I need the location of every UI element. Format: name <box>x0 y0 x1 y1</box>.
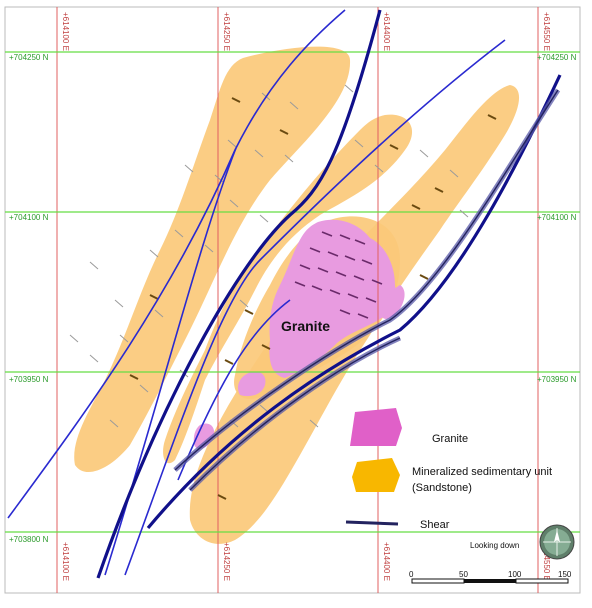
fault-line <box>124 39 506 576</box>
scale-bar: 0 50 100 150 <box>409 570 572 584</box>
granite-veins <box>294 231 383 319</box>
easting-label-bottom: +614400 E <box>382 542 391 581</box>
legend: Granite Mineralized sedimentary unit (Sa… <box>345 408 552 531</box>
fault-line-major <box>96 9 382 579</box>
fault-line <box>7 9 346 519</box>
northing-label-right: +704250 N <box>537 53 577 62</box>
legend-sandstone-label-1: Mineralized sedimentary unit <box>412 466 552 478</box>
sandstone-unit-west <box>74 46 351 473</box>
fault-line <box>177 299 291 481</box>
northing-label-left: +703800 N <box>9 535 49 544</box>
granite-body-main <box>269 219 396 378</box>
granite-body-small-1 <box>237 371 266 397</box>
legend-sandstone-swatch <box>352 458 400 492</box>
easting-label-top: +614250 E <box>222 12 231 51</box>
faults <box>7 9 562 579</box>
northing-label-left: +704100 N <box>9 213 49 222</box>
easting-label-top: +614550 E <box>542 12 551 51</box>
grid-lines <box>5 7 580 593</box>
legend-sandstone-label-2: (Sandstone) <box>412 482 472 494</box>
sandstone-unit-central <box>163 114 413 464</box>
shear-zone-core <box>189 337 401 491</box>
northing-label-right: +703950 N <box>537 375 577 384</box>
scale-tick: 150 <box>558 570 572 579</box>
northing-label-left: +704250 N <box>9 53 49 62</box>
scale-tick: 100 <box>508 570 522 579</box>
view-direction-label: Looking down <box>470 541 519 550</box>
fault-line-major <box>146 74 562 530</box>
mineralization-ticks <box>129 97 497 500</box>
compass-icon <box>539 524 575 560</box>
northing-label-left: +703950 N <box>9 375 49 384</box>
easting-label-bottom: +614100 E <box>61 542 70 581</box>
shear-zones <box>173 88 561 492</box>
legend-shear-swatch <box>345 520 399 526</box>
shear-zone-core <box>174 89 559 471</box>
easting-label-bottom: +614550 E <box>542 542 551 581</box>
northing-label-right: +704100 N <box>537 213 577 222</box>
scale-tick: 50 <box>459 570 468 579</box>
coordinate-labels: +704250 N +704100 N +703950 N +703800 N … <box>9 12 577 581</box>
easting-label-top: +614400 E <box>382 12 391 51</box>
legend-granite-label: Granite <box>432 433 468 445</box>
legend-shear-label: Shear <box>420 519 450 531</box>
easting-label-top: +614100 E <box>61 12 70 51</box>
legend-granite-swatch <box>350 408 402 446</box>
scale-tick: 0 <box>409 570 414 579</box>
granite-map-label: Granite <box>281 318 330 334</box>
easting-label-bottom: +614250 E <box>222 542 231 581</box>
